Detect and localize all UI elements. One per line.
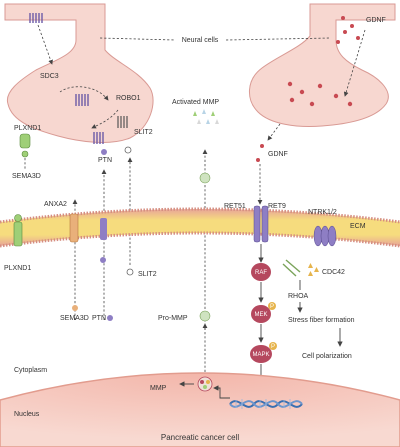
cdc42-cluster bbox=[308, 263, 319, 276]
gdnf-diffuse-arrow bbox=[267, 123, 281, 141]
gdnf-label-mid: GDNF bbox=[268, 151, 288, 158]
svg-text:MEK: MEK bbox=[254, 312, 267, 318]
raf-kinase: RAF bbox=[251, 263, 271, 281]
plxnd1-label-top: PLXND1 bbox=[14, 125, 41, 132]
sdc3-receptor-bottom bbox=[75, 94, 89, 106]
loop-arrow-1 bbox=[59, 86, 109, 101]
loop-arrow-2 bbox=[91, 109, 119, 129]
ntrk-receptor bbox=[313, 225, 337, 247]
neural-cells-label: Neural cells bbox=[182, 37, 219, 44]
svg-text:P: P bbox=[270, 304, 274, 310]
sema3d-ligand-bottom bbox=[72, 305, 78, 311]
nucleus-label: Nucleus bbox=[14, 411, 40, 418]
ptn-membrane-receptor bbox=[100, 218, 107, 240]
pro-mmp-vesicle bbox=[199, 310, 211, 322]
gdnf-dots-top bbox=[287, 16, 360, 107]
plasma-membrane bbox=[0, 209, 400, 246]
rhoa-label: RHOA bbox=[288, 293, 309, 300]
mmp-label: MMP bbox=[150, 385, 167, 392]
robo1-receptor bbox=[117, 116, 128, 128]
svg-text:RAF: RAF bbox=[255, 270, 267, 276]
activated-mmp-label: Activated MMP bbox=[172, 99, 219, 106]
slit2-ligand-bottom bbox=[126, 268, 134, 276]
membrane-inner-heads bbox=[0, 231, 400, 248]
caption: Pancreatic cancer cell bbox=[161, 433, 239, 442]
ret-receptor bbox=[253, 205, 269, 243]
svg-text:MAPK: MAPK bbox=[252, 352, 269, 358]
gdnf-dots-mid bbox=[256, 144, 264, 162]
plxnd1-receptor-top bbox=[19, 133, 31, 158]
dna-to-mmp-arrow bbox=[213, 385, 230, 399]
slit2-label-top: SLIT2 bbox=[134, 129, 153, 136]
nucleus bbox=[0, 372, 400, 447]
anxa2-channel bbox=[69, 213, 79, 243]
activated-mmp-fragments bbox=[193, 109, 219, 124]
left-neural-cell bbox=[4, 3, 154, 143]
plxnd1-label-bottom: PLXND1 bbox=[4, 265, 31, 272]
sema3d-label-bottom: SEMA3D bbox=[60, 315, 89, 322]
sdc3-arrow bbox=[37, 24, 53, 65]
ptn-label-top: PTN bbox=[98, 157, 112, 164]
mmp-product bbox=[197, 376, 213, 392]
cdc42-label: CDC42 bbox=[322, 269, 345, 276]
robo1-label: ROBO1 bbox=[116, 95, 141, 102]
actin-filament bbox=[282, 259, 301, 277]
anxa2-label: ANXA2 bbox=[44, 201, 67, 208]
neural-leader-right bbox=[225, 37, 331, 41]
ntrk-label: NTRK1/2 bbox=[308, 209, 337, 216]
neural-leader-left bbox=[99, 37, 176, 41]
dna-helix bbox=[229, 399, 303, 409]
svg-text:P: P bbox=[271, 344, 275, 350]
mek-kinase: MEK P bbox=[251, 302, 276, 323]
gdnf-label-top: GDNF bbox=[366, 17, 386, 24]
plxnd1-receptor-bottom bbox=[13, 214, 23, 247]
mapk-kinase: MAPK P bbox=[250, 342, 277, 363]
ptn-ligand-mid bbox=[100, 257, 106, 263]
ptn-receptor-upper bbox=[93, 132, 104, 144]
ret51-label: RET51 bbox=[224, 203, 246, 210]
sema3d-label-top: SEMA3D bbox=[12, 173, 41, 180]
sdc3-receptor-top bbox=[29, 13, 43, 23]
cell-polarization-label: Cell polarization bbox=[302, 353, 352, 360]
cytoplasm-label: Cytoplasm bbox=[14, 367, 47, 374]
mmp-vesicle-top bbox=[199, 172, 211, 184]
gdnf-release-arrow bbox=[343, 29, 366, 97]
slit2-ligand-top bbox=[124, 146, 132, 154]
ptn-label-bottom: PTN bbox=[92, 315, 106, 322]
slit2-label-bottom: SLIT2 bbox=[138, 271, 157, 278]
stress-fiber-label: Stress fiber formation bbox=[288, 317, 355, 324]
membrane-outer-heads bbox=[0, 207, 400, 224]
right-neural-cell bbox=[249, 3, 396, 127]
ptn-ligand-top bbox=[101, 149, 107, 155]
sdc3-label: SDC3 bbox=[40, 73, 59, 80]
ptn-ligand-bottom bbox=[107, 315, 113, 321]
pro-mmp-label: Pro-MMP bbox=[158, 315, 188, 322]
ecm-label: ECM bbox=[350, 223, 366, 230]
ret9-label: RET9 bbox=[268, 203, 286, 210]
